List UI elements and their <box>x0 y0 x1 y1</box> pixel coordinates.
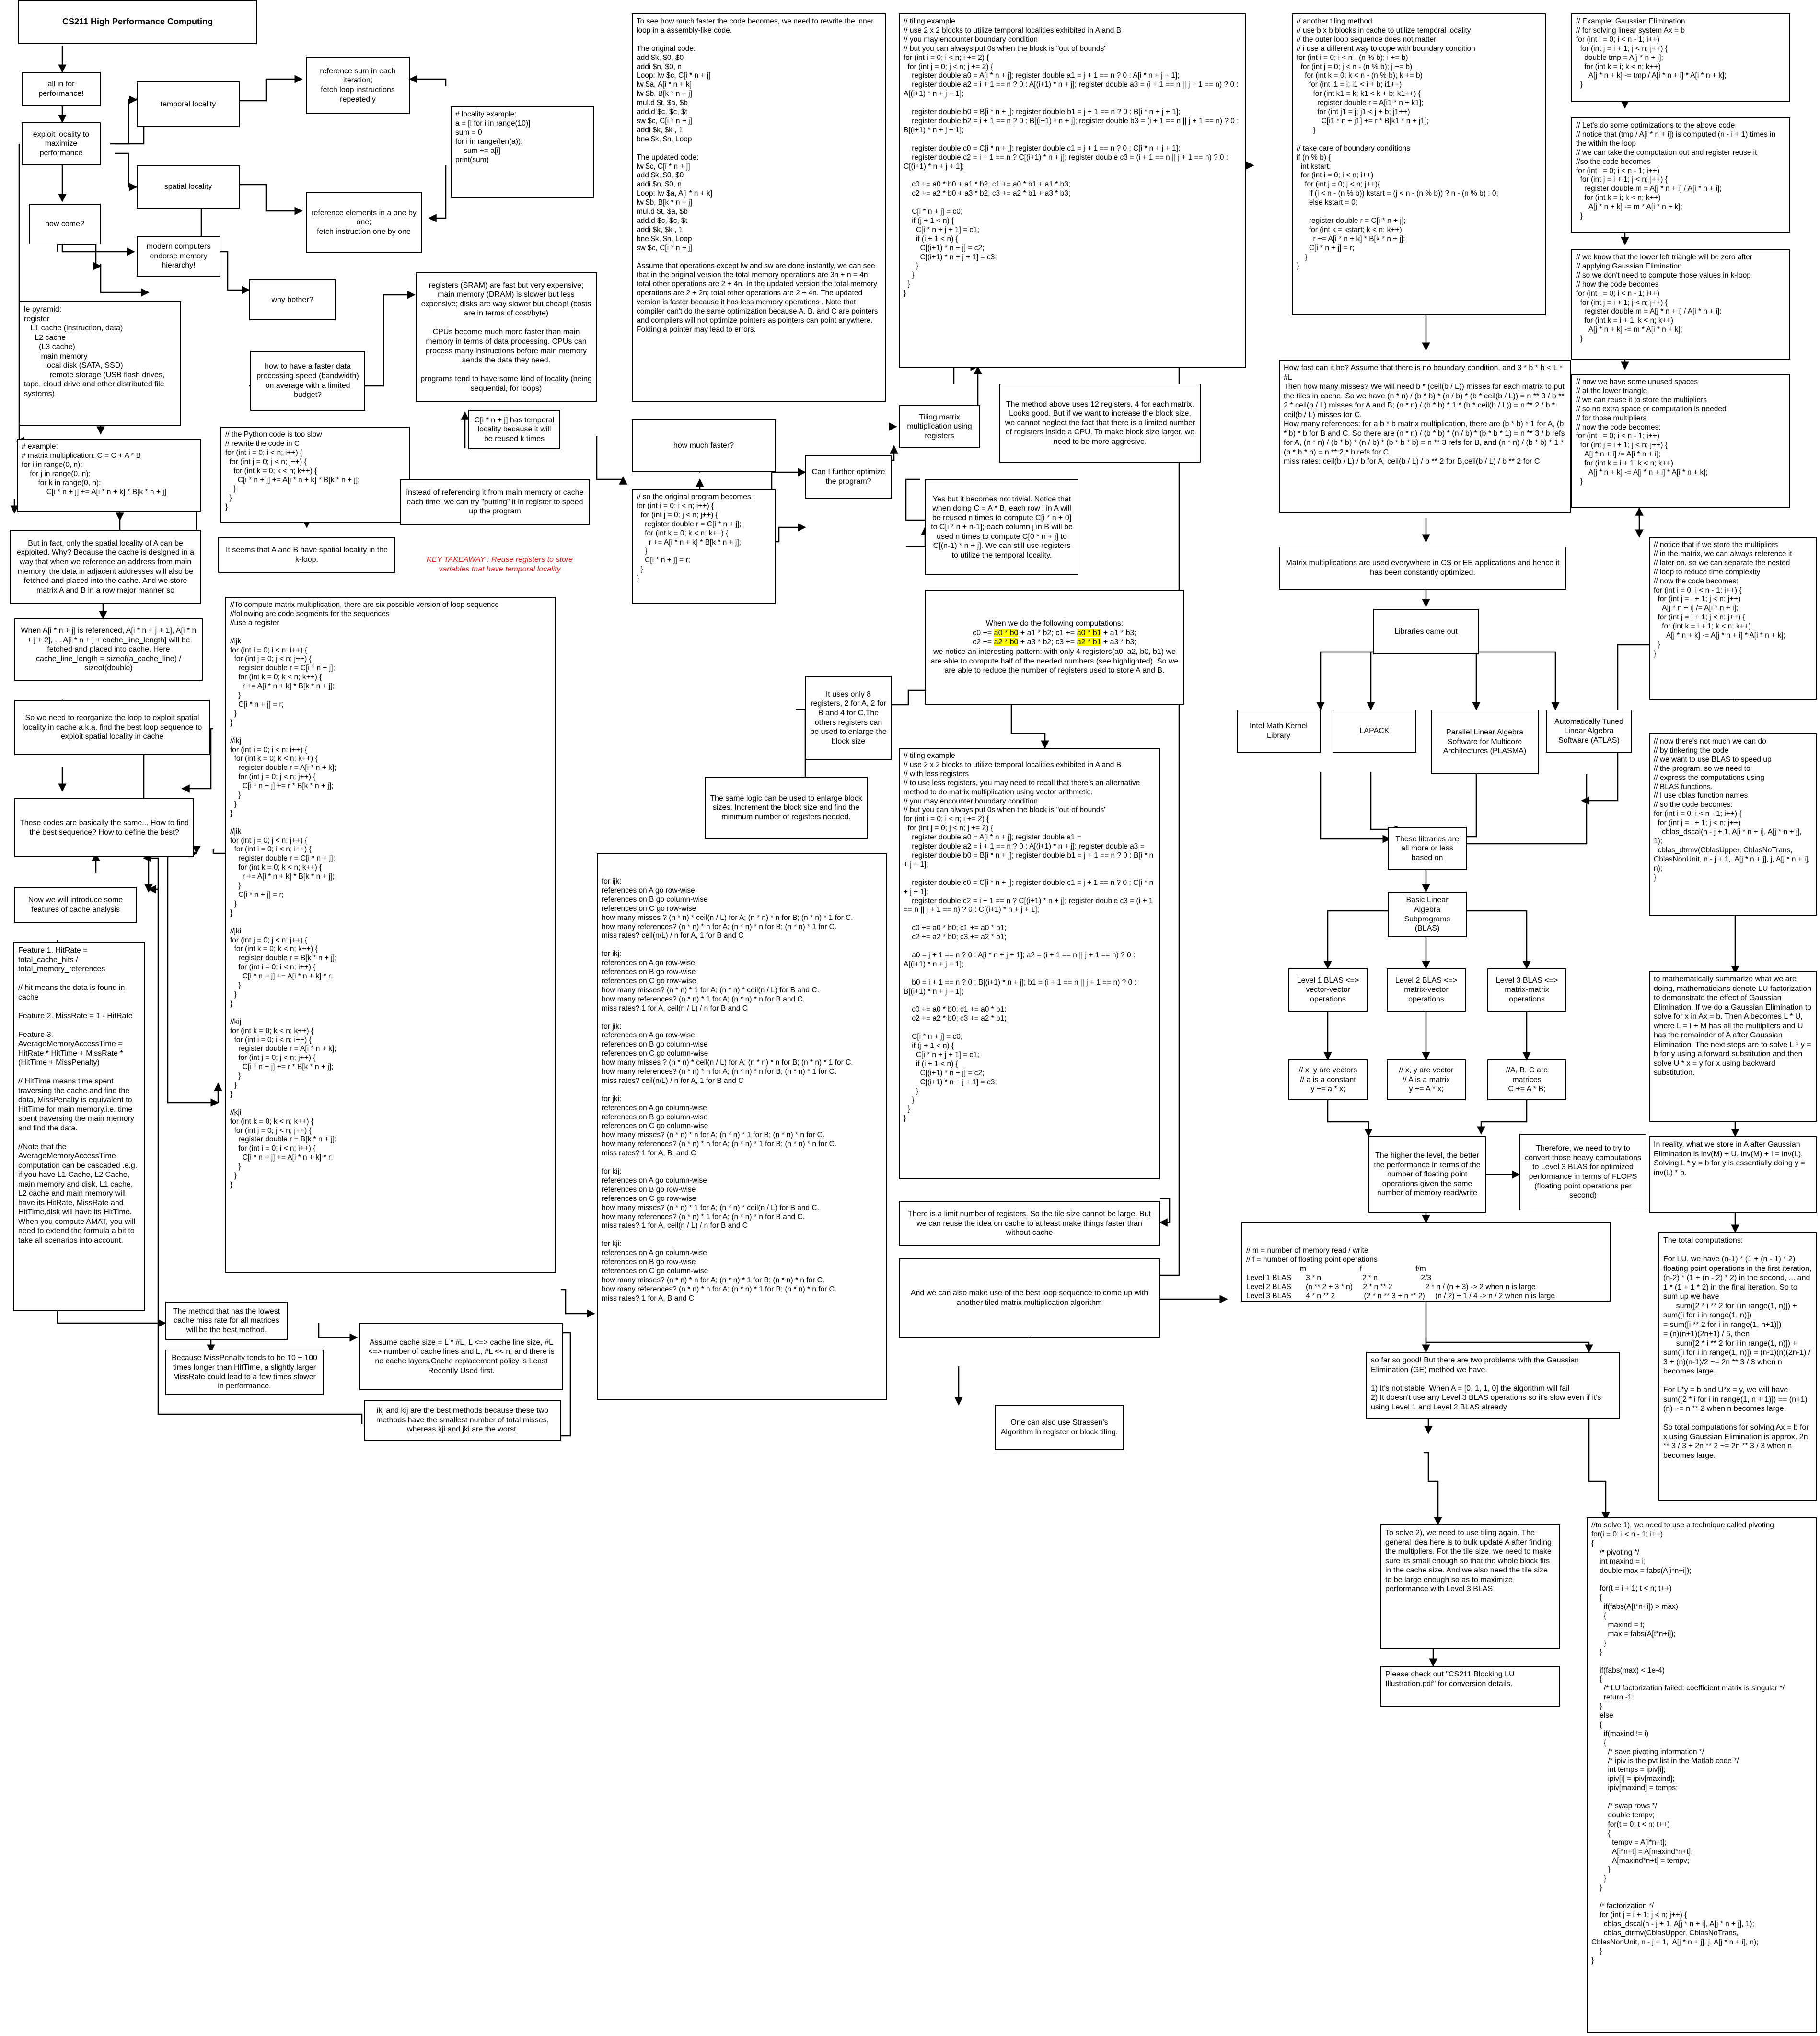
when-a-referenced-node: When A[i * n + j] is referenced, A[i * n… <box>14 618 203 681</box>
highlight-a2b0: a2 * b0 <box>994 638 1019 647</box>
solve-2-node: To solve 2), we need to use tiling again… <box>1380 1524 1560 1649</box>
reorganize-node: So we need to reorganize the loop to exp… <box>14 700 210 755</box>
memory-pyramid-node: le pyramid: register L1 cache (instructi… <box>19 301 181 426</box>
gauss-optimization-2: // we know that the lower left triangle … <box>1571 249 1790 360</box>
faster-data-node: how to have a faster data processing spe… <box>250 351 365 411</box>
when-text-d: + a3 * b2; c3 += <box>1018 638 1077 647</box>
blas-node: Basic Linear Algebra Subprograms (BLAS) <box>1388 892 1467 937</box>
strassen-node: One can also use Strassen's Algorithm in… <box>995 1405 1124 1450</box>
temporal-c-node: C[i * n + j] has temporal locality becau… <box>468 410 560 449</box>
highlight-a2b1: a2 * b1 <box>1077 638 1101 647</box>
same-logic-node: The same logic can be used to enlarge bl… <box>705 777 868 839</box>
lowest-miss-node: The method that has the lowest cache mis… <box>165 1302 288 1340</box>
total-computations-node: The total computations: For LU, we have … <box>1658 1232 1817 1501</box>
reference-elements-node: reference elements in a one by one; fetc… <box>306 192 422 253</box>
six-loop-versions-code: //To compute matrix multiplication, ther… <box>225 597 556 1273</box>
exploit-locality-node: exploit locality to maximize performance <box>22 122 101 165</box>
spatial-locality-node: spatial locality <box>137 165 240 209</box>
gauss-optimization-1: // Let's do some optimizations to the ab… <box>1571 117 1790 233</box>
uses-8-registers-node: It uses only 8 registers, 2 for A, 2 for… <box>805 676 892 760</box>
registers-sram-node: registers (SRAM) are fast but very expen… <box>416 272 597 402</box>
reference-sum-node: reference sum in each iteration; fetch l… <box>306 57 410 114</box>
when-we-do-node: When we do the following computations: c… <box>925 590 1184 705</box>
mf-table: // m = number of memory read / write // … <box>1241 1222 1611 1302</box>
method-12-registers-node: The method above uses 12 registers, 4 fo… <box>999 384 1201 463</box>
higher-level-node: The higher the level, the better the per… <box>1368 1136 1486 1213</box>
page-title: CS211 High Performance Computing <box>18 0 257 44</box>
when-text-c: + a1 * b3; c2 += <box>973 628 1136 647</box>
original-program-code: // so the original program becomes : for… <box>632 489 776 604</box>
miss-penalty-node: Because MissPenalty tends to be 10 ~ 100… <box>165 1350 324 1395</box>
limit-registers-node: There is a limit number of registers. So… <box>899 1201 1160 1246</box>
python-example-code: # example: # matrix multiplication: C = … <box>17 439 201 512</box>
assume-cache-node: Assume cache size = L * #L, L <=> cache … <box>359 1323 563 1390</box>
when-text-a: When we do the following computations: c… <box>973 619 1124 637</box>
not-trivial-node: Yes but it becomes not trivial. Notice t… <box>925 479 1078 575</box>
libraries-based-on-node: These libraries are all more or less bas… <box>1388 827 1467 870</box>
seems-ab-node: It seems that A and B have spatial local… <box>218 537 395 573</box>
key-takeaway-text: KEY TAKEAWAY : Reuse registers to store … <box>417 547 582 582</box>
inv-note-node: In reality, what we store in A after Gau… <box>1649 1136 1817 1213</box>
highlight-a0b0: a0 * b0 <box>994 628 1019 637</box>
tiling-registers-node: Tiling matrix multiplication using regis… <box>899 405 980 448</box>
used-everywhere-node: Matrix multiplications are used everywhe… <box>1279 547 1566 590</box>
same-codes-node: These codes are basically the same... Ho… <box>14 798 194 857</box>
lu-summary-node: to mathematically summarize what we are … <box>1649 971 1817 1122</box>
lapack-library: LAPACK <box>1333 710 1416 753</box>
when-text-e: + a3 * b3; we notice an interesting patt… <box>930 638 1179 675</box>
cache-features-list: Feature 1. HitRate = total_cache_hits / … <box>13 942 145 1311</box>
level3-blas-node: Level 3 BLAS <=> matrix-matrix operation… <box>1487 968 1566 1012</box>
libraries-came-node: Libraries came out <box>1373 609 1479 654</box>
tiling-example-code: // tiling example // use 2 x 2 blocks to… <box>899 13 1246 368</box>
mkl-library: Intel Math Kernel Library <box>1237 710 1321 753</box>
how-fast-node: How fast can it be? Assume that there is… <box>1279 360 1571 513</box>
but-in-fact-node: But in fact, only the spatial locality o… <box>10 530 201 604</box>
level2-example: // x, y are vector // A is a matrix y +=… <box>1387 1059 1466 1100</box>
c-rewrite-code: // the Python code is too slow // rewrit… <box>220 427 410 523</box>
plasma-library: Parallel Linear Algebra Software for Mul… <box>1431 710 1539 774</box>
level2-blas-node: Level 2 BLAS <=> matrix-vector operation… <box>1387 968 1466 1012</box>
all-in-node: all in for performance! <box>22 72 101 106</box>
checkout-node: Please check out "CS211 Blocking LU Illu… <box>1380 1666 1560 1707</box>
temporal-locality-node: temporal locality <box>137 81 240 127</box>
another-tiling-code: // another tiling method // use b x b bl… <box>1292 13 1546 315</box>
locality-example-code: # locality example: a = [i for i in rang… <box>451 106 594 198</box>
modern-computers-node: modern computers endorse memory hierarch… <box>137 236 220 277</box>
gauss-blas-code: // now there's not much we can do // by … <box>1649 733 1817 916</box>
how-come-node: how come? <box>29 204 101 244</box>
level1-blas-node: Level 1 BLAS <=> vector-vector operation… <box>1288 968 1368 1012</box>
best-methods-node: ikj and kij are the best methods because… <box>364 1400 561 1441</box>
assembly-code: To see how much faster the code becomes,… <box>632 13 886 402</box>
level3-example: //A, B, C are matrices C += A * B; <box>1487 1059 1566 1100</box>
therefore-level3-node: Therefore, we need to try to convert tho… <box>1519 1134 1646 1210</box>
how-much-faster-node: how much faster? <box>632 419 776 472</box>
miss-analysis-text: for ijk: references on A go row-wise ref… <box>597 853 887 1400</box>
atlas-library: Automatically Tuned Linear Algebra Softw… <box>1546 710 1632 753</box>
also-best-loop-node: And we can also make use of the best loo… <box>899 1258 1160 1338</box>
when-text-b: + a1 * b2; c1 += <box>1018 628 1077 637</box>
gauss-optimization-3: // now we have some unused spaces // at … <box>1571 374 1790 508</box>
instead-register-node: instead of referencing it from main memo… <box>400 479 590 525</box>
gauss-optimization-4: // notice that if we store the multiplie… <box>1649 537 1817 700</box>
cache-features-node: Now we will introduce some features of c… <box>14 887 137 923</box>
tiling-fewer-registers-code: // tiling example // use 2 x 2 blocks to… <box>899 748 1160 1179</box>
so-far-node: so far so good! But there are two proble… <box>1366 1352 1620 1419</box>
highlight-a0b1: a0 * b1 <box>1077 628 1101 637</box>
gaussian-elimination-code: // Example: Gaussian Elimination // for … <box>1571 13 1790 102</box>
level1-example: // x, y are vectors // a is a constant y… <box>1288 1059 1368 1100</box>
further-optimize-node: Can I further optimize the program? <box>805 455 892 499</box>
pivoting-code: //to solve 1), we need to use a techniqu… <box>1587 1517 1817 2033</box>
why-bother-node: why bother? <box>249 279 336 320</box>
